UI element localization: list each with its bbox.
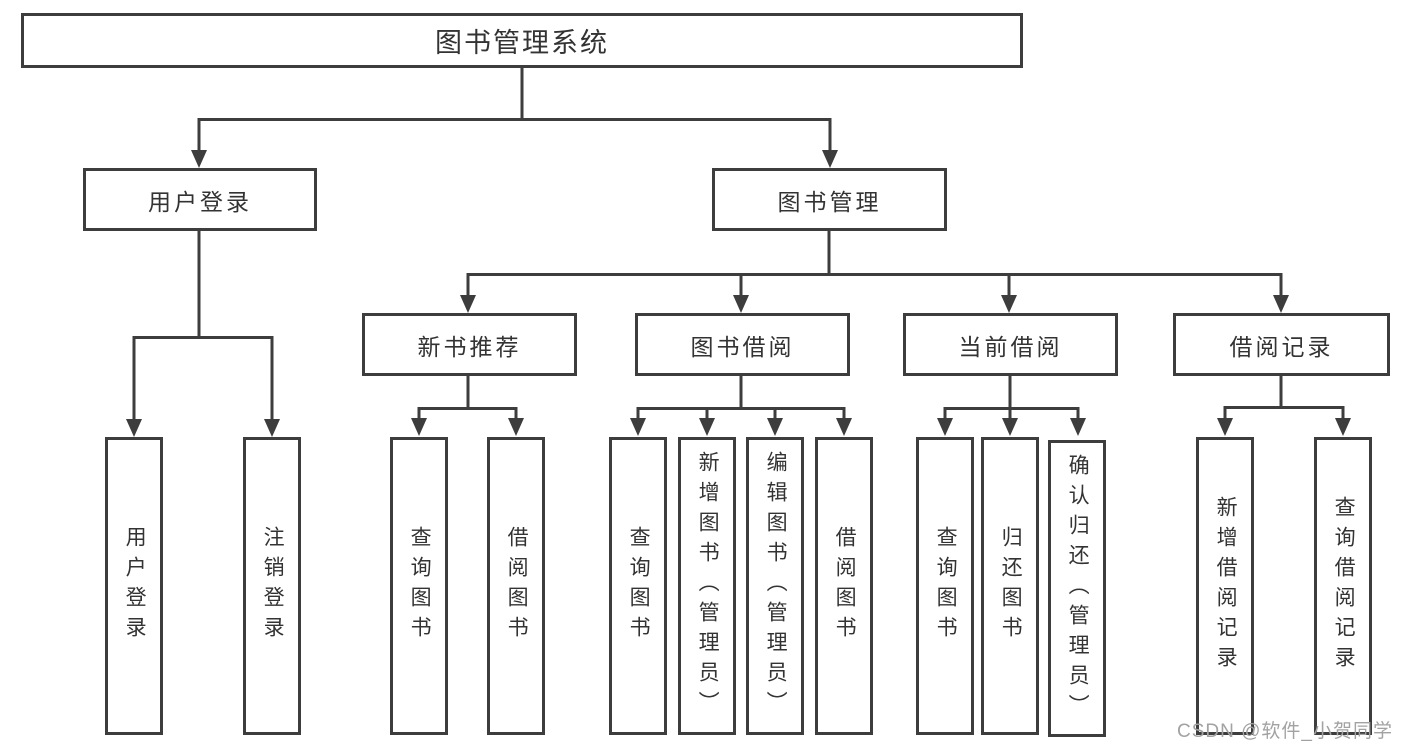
node-book-management: 图书管理 [712,168,947,231]
node-new-book-recommend: 新书推荐 [362,313,577,376]
leaf-add-borrow-record-label: 新增借阅记录 [1214,496,1238,676]
node-book-borrow-label: 图书借阅 [690,333,795,360]
node-book-management-label: 图书管理 [777,188,882,215]
leaf-query-books-1-label: 查询图书 [408,526,432,646]
leaf-edit-books-admin: 编辑图书（管理员） [746,437,804,735]
leaf-borrow-books-1: 借阅图书 [487,437,545,735]
leaf-logout: 注销登录 [243,437,301,735]
leaf-query-borrow-record: 查询借阅记录 [1314,437,1372,735]
leaf-borrow-books-1-label: 借阅图书 [505,526,529,646]
node-root-label: 图书管理系统 [435,28,609,58]
leaf-add-books-admin: 新增图书（管理员） [678,437,736,735]
leaf-query-books-3: 查询图书 [916,437,974,735]
leaf-add-books-admin-label: 新增图书（管理员） [696,451,720,721]
leaf-user-login-label: 用户登录 [123,526,147,646]
leaf-return-books: 归还图书 [981,437,1039,735]
node-user-login-label: 用户登录 [148,188,252,215]
leaf-query-books-2-label: 查询图书 [627,526,651,646]
node-borrow-records: 借阅记录 [1173,313,1390,376]
connector-paths [132,68,1345,421]
leaf-query-books-1: 查询图书 [390,437,448,735]
csdn-watermark: CSDN @软件_小贺同学 [1177,721,1393,742]
leaf-logout-label: 注销登录 [261,526,285,646]
leaf-query-books-3-label: 查询图书 [934,526,958,646]
node-borrow-records-label: 借阅记录 [1229,333,1334,360]
leaf-confirm-return-admin-label: 确认归还（管理员） [1066,453,1090,724]
leaf-borrow-books-2-label: 借阅图书 [833,526,857,646]
leaf-query-borrow-record-label: 查询借阅记录 [1332,496,1356,676]
leaf-edit-books-admin-label: 编辑图书（管理员） [764,451,788,721]
node-current-borrow-label: 当前借阅 [958,333,1063,360]
leaf-user-login: 用户登录 [105,437,163,735]
leaf-query-books-2: 查询图书 [609,437,667,735]
leaf-return-books-label: 归还图书 [999,526,1023,646]
leaf-borrow-books-2: 借阅图书 [815,437,873,735]
leaf-add-borrow-record: 新增借阅记录 [1196,437,1254,735]
leaf-confirm-return-admin: 确认归还（管理员） [1048,440,1106,737]
node-user-login: 用户登录 [83,168,317,231]
node-current-borrow: 当前借阅 [903,313,1118,376]
node-root-system: 图书管理系统 [21,13,1023,68]
node-new-book-recommend-label: 新书推荐 [417,333,522,360]
node-book-borrow: 图书借阅 [635,313,850,376]
